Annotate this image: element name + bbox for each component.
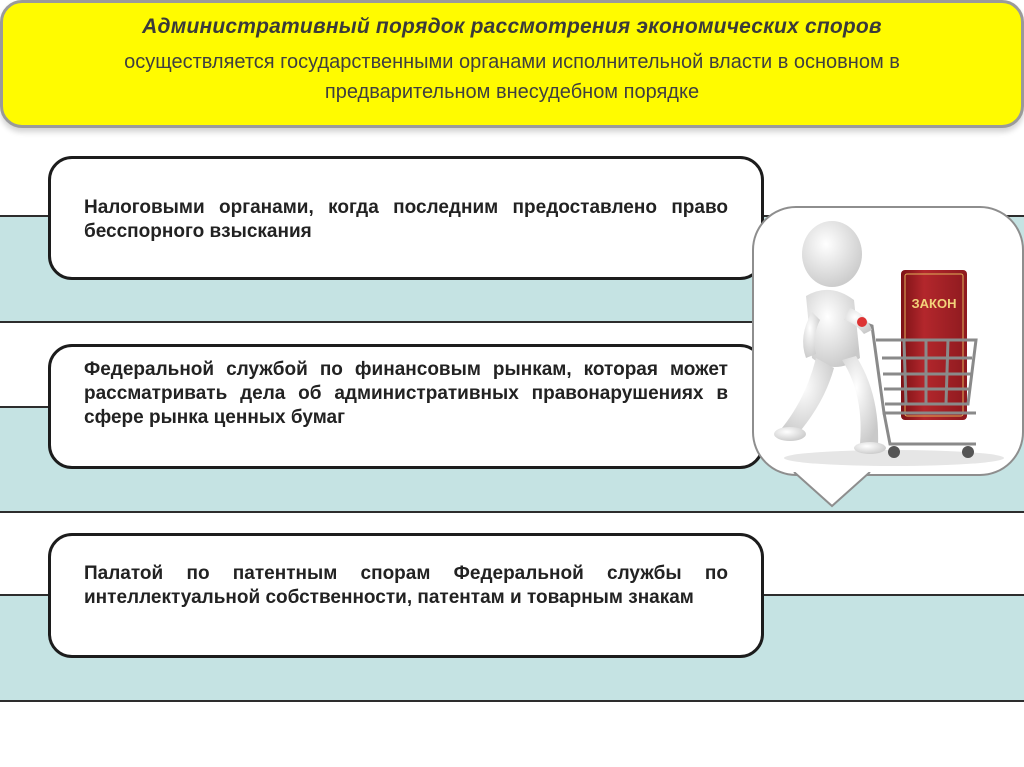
list-item-text: Налоговыми органами, когда последним пре… <box>84 197 728 242</box>
header-banner: Административный порядок рассмотрения эк… <box>0 0 1024 128</box>
list-item-text: Федеральной службой по финансовым рынкам… <box>84 359 728 428</box>
law-book-icon: ЗАКОН <box>901 270 967 420</box>
person-figure-icon <box>774 221 886 454</box>
list-item-patent-chamber: Палатой по патентным спорам Федеральной … <box>48 533 764 658</box>
list-item-financial-markets-service: Федеральной службой по финансовым рынкам… <box>48 344 764 469</box>
page-subtitle: осуществляется государственными органами… <box>124 51 900 103</box>
list-item-tax-authorities: Налоговыми органами, когда последним пре… <box>48 156 764 280</box>
illustration-callout: ЗАКОН <box>752 206 1024 476</box>
shopping-cart-icon <box>855 318 978 458</box>
list-item-text: Палатой по патентным спорам Федеральной … <box>84 563 728 608</box>
man-with-cart-illustration: ЗАКОН <box>774 221 1004 466</box>
svg-text:ЗАКОН: ЗАКОН <box>912 296 957 311</box>
page-title: Административный порядок рассмотрения эк… <box>142 15 882 38</box>
callout-pointer <box>793 472 871 508</box>
